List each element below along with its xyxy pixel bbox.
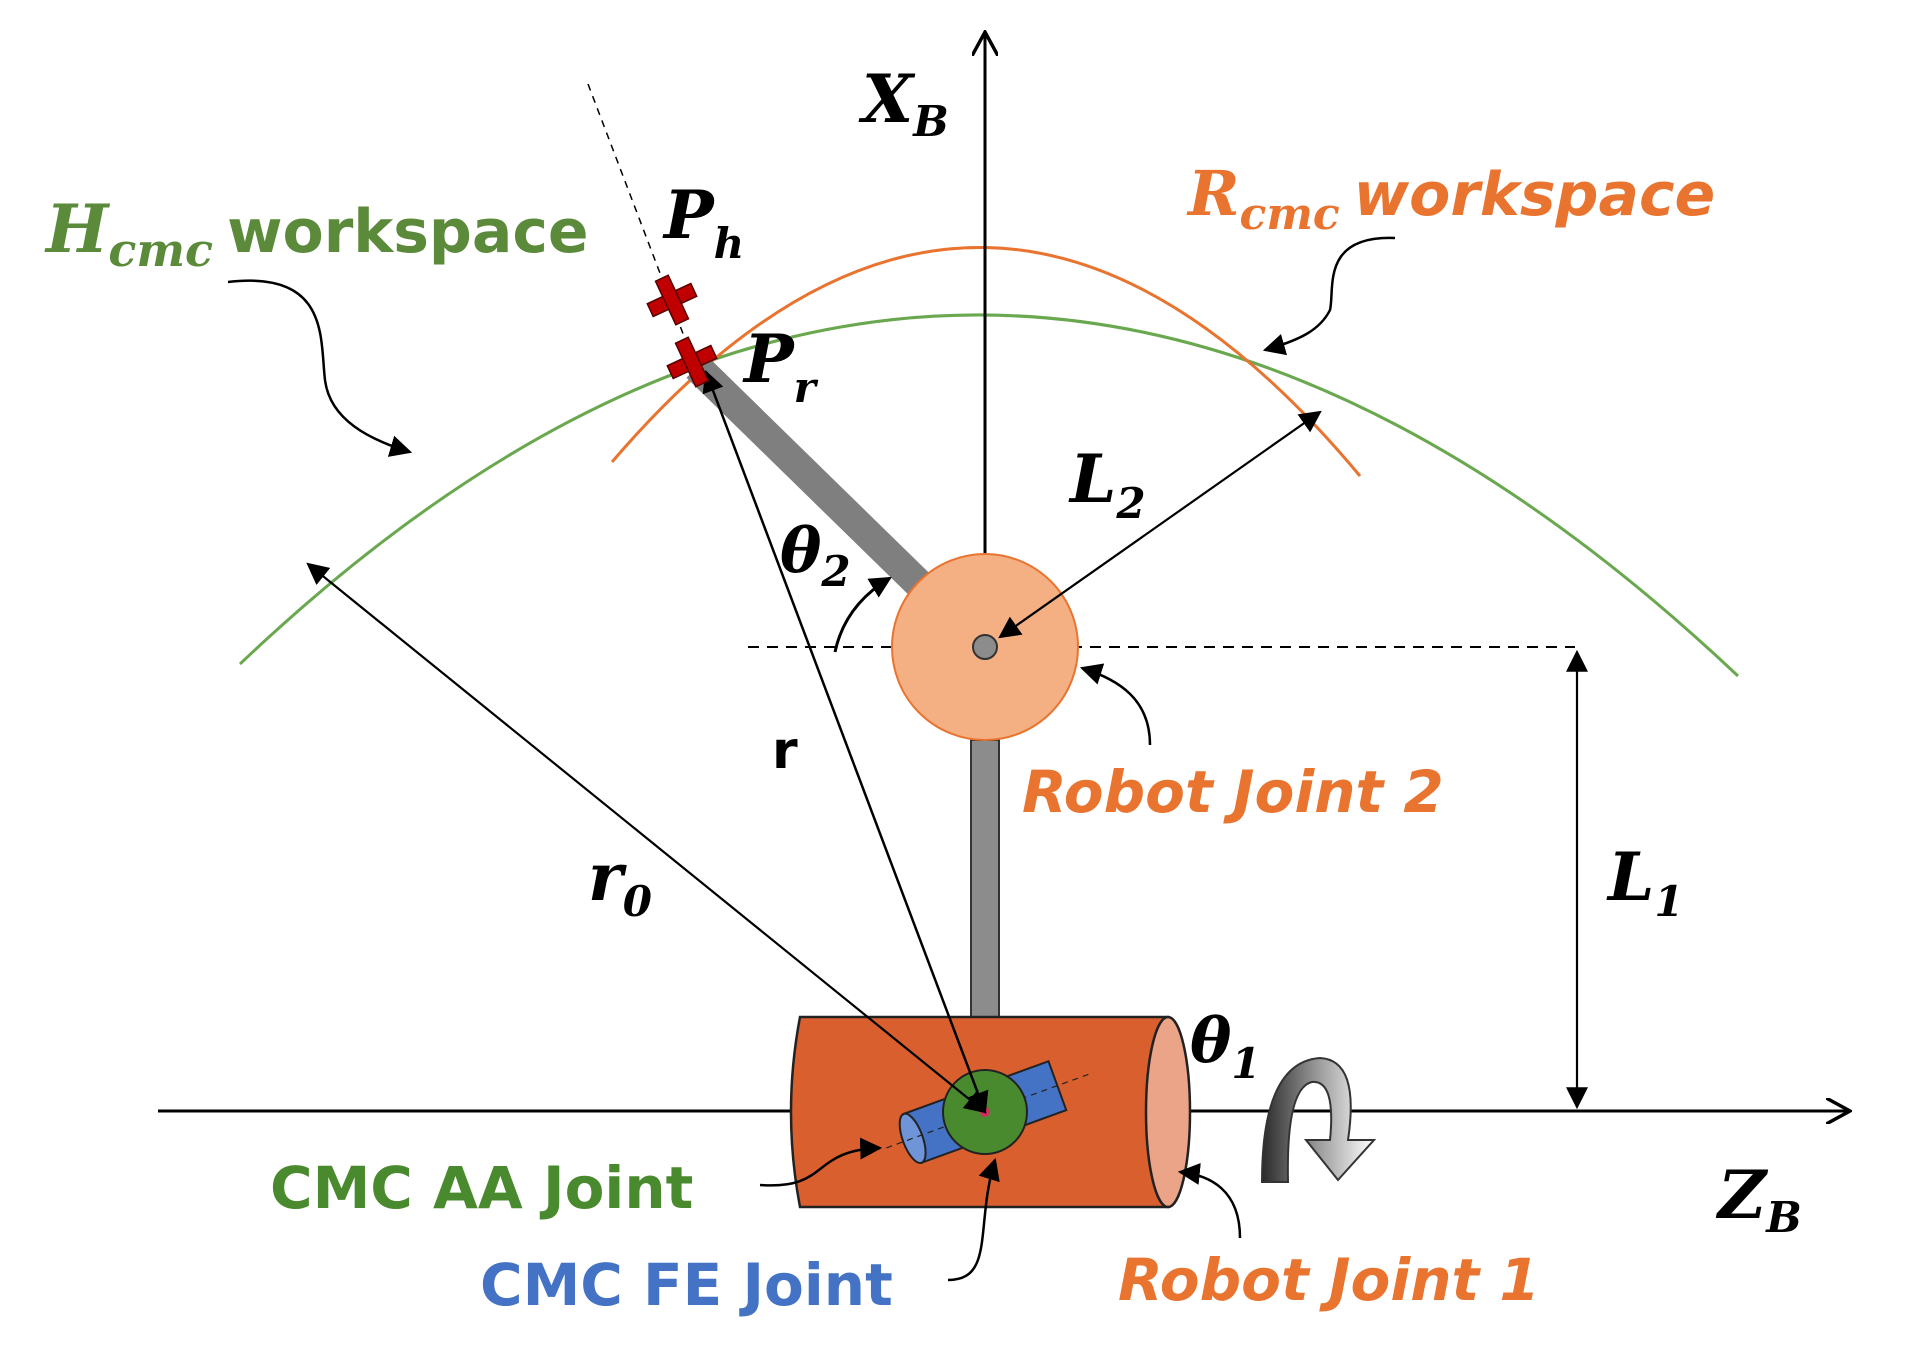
pr-label: Pr: [742, 320, 819, 412]
robot-link-1: [970, 739, 1000, 1021]
theta2-label: θ2: [780, 514, 851, 596]
l1-label: L1: [1606, 838, 1684, 926]
cmc-aa-leader: [759, 1137, 883, 1187]
hcmc-leader: [227, 279, 413, 457]
robot-joint-1-label: Robot Joint 1: [1118, 1246, 1540, 1314]
cmc-fe-joint-label: CMC FE Joint: [480, 1251, 893, 1319]
ph-label: Ph: [662, 176, 744, 268]
pr-marker-icon: [666, 336, 718, 388]
robot-joint-1-end-face: [1144, 1015, 1192, 1209]
joint1-leader: [1177, 1163, 1242, 1239]
robot-joint-2-pin: [972, 634, 998, 660]
theta1-rotation-arrow: [1260, 1056, 1377, 1183]
cmc-fe-leader: [947, 1157, 1000, 1282]
cmc-aa-joint-label: CMC AA Joint: [270, 1154, 693, 1222]
theta2-arc: [833, 576, 892, 653]
robot-joint-2-label: Robot Joint 2: [1022, 758, 1444, 826]
l2-label: L2: [1068, 440, 1146, 528]
joint2-leader: [1079, 663, 1152, 746]
r-label: r: [772, 721, 798, 781]
r-vector: [702, 369, 989, 1115]
ph-marker-icon: [646, 274, 698, 326]
r0-label: r0: [588, 838, 652, 926]
xb-axis-label: XB: [858, 60, 949, 146]
rcmc-leader: [1262, 236, 1396, 356]
zb-axis-label: ZB: [1715, 1156, 1802, 1242]
l2-arrow: [998, 410, 1322, 639]
theta1-label: θ1: [1190, 1004, 1261, 1088]
